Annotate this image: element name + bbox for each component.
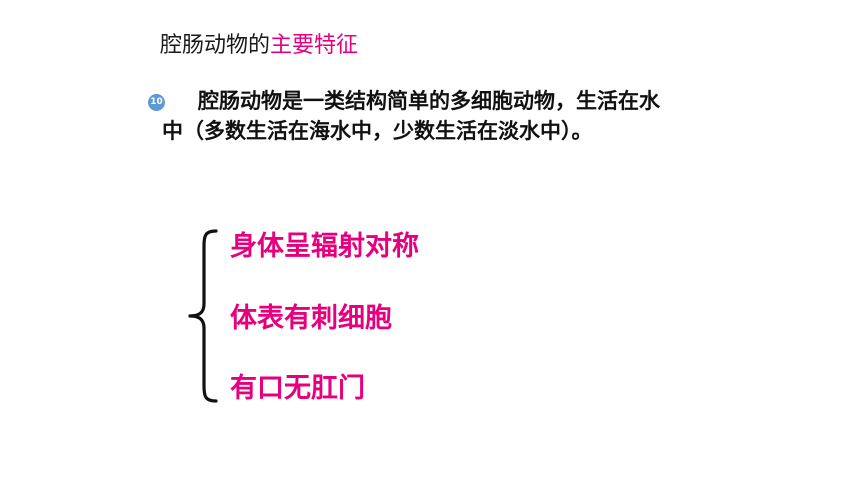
title-prefix: 腔肠动物的 bbox=[160, 33, 271, 58]
numbered-bullet-icon: 10 bbox=[148, 94, 165, 111]
feature-mouth-no-anus: 有口无肛门 bbox=[230, 373, 365, 404]
bullet-paragraph: 10 腔肠动物是一类结构简单的多细胞动物，生活在水中（多数生活在海水中，少数生活… bbox=[148, 86, 678, 146]
slide-title: 腔肠动物的主要特征 bbox=[160, 31, 358, 61]
feature-radial-symmetry: 身体呈辐射对称 bbox=[230, 231, 419, 262]
feature-stinging-cells: 体表有刺细胞 bbox=[230, 303, 392, 334]
curly-brace-icon bbox=[188, 229, 218, 403]
title-highlight: 主要特征 bbox=[270, 33, 359, 58]
bullet-text: 腔肠动物是一类结构简单的多细胞动物，生活在水中（多数生活在海水中，少数生活在淡水… bbox=[162, 89, 660, 143]
